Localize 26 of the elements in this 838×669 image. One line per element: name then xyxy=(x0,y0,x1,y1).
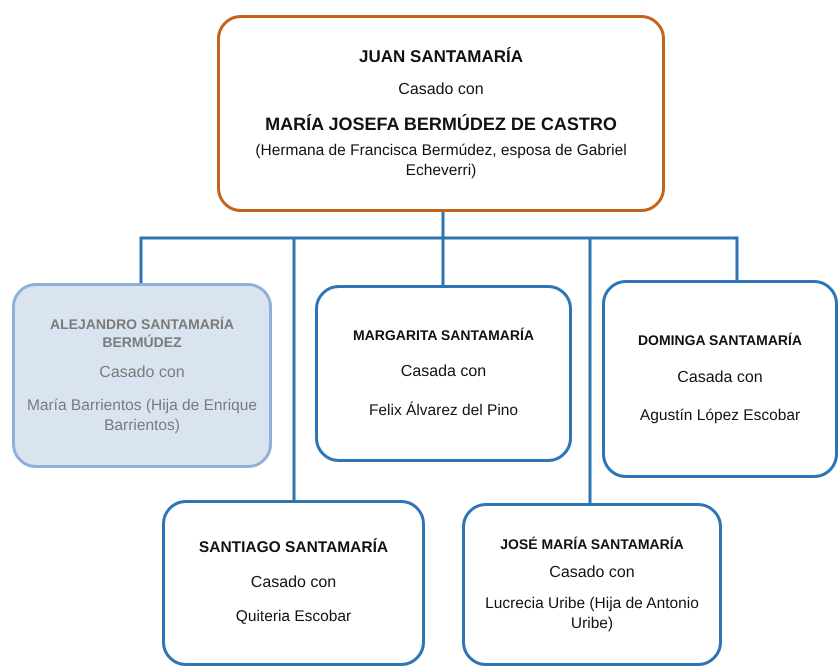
relation-text: Casado con xyxy=(549,563,635,584)
spouse-name: MARÍA JOSEFA BERMÚDEZ DE CASTRO xyxy=(265,113,617,136)
person-name: MARGARITA SANTAMARÍA xyxy=(353,326,534,344)
person-name: JUAN SANTAMARÍA xyxy=(358,46,523,68)
relation-text: Casado con xyxy=(398,80,484,100)
relation-text: María Barrientos (Hija de Enrique Barrientos) xyxy=(26,396,258,436)
person-name: ALEJANDRO SANTAMARÍA BERMÚDEZ xyxy=(48,314,236,352)
person-box xyxy=(12,283,272,468)
person-box xyxy=(602,280,838,478)
connector-line xyxy=(442,212,592,503)
relation-text: Casada con xyxy=(677,368,763,388)
relation-text: Felix Álvarez del Pino xyxy=(368,400,518,421)
person-box xyxy=(162,500,425,666)
relation-text: Casada con xyxy=(400,362,486,382)
person-name: DOMINGA SANTAMARÍA xyxy=(638,331,802,350)
person-box xyxy=(217,15,665,212)
person-box xyxy=(462,503,722,666)
relation-text: Agustín López Escobar xyxy=(640,406,800,426)
relation-text: Lucrecia Uribe (Hija de Antonio Uribe) xyxy=(484,594,700,634)
person-box xyxy=(315,285,572,462)
relation-text: (Hermana de Francisca Bermúdez, esposa de Gabriel Echeverri) xyxy=(254,140,628,181)
person-name: SANTIAGO SANTAMARÍA xyxy=(198,538,388,558)
person-name: JOSÉ MARÍA SANTAMARÍA xyxy=(500,534,684,554)
relation-text: Quiteria Escobar xyxy=(236,607,352,628)
relation-text: Casado con xyxy=(250,572,336,593)
relation-text: Casado con xyxy=(99,363,185,384)
